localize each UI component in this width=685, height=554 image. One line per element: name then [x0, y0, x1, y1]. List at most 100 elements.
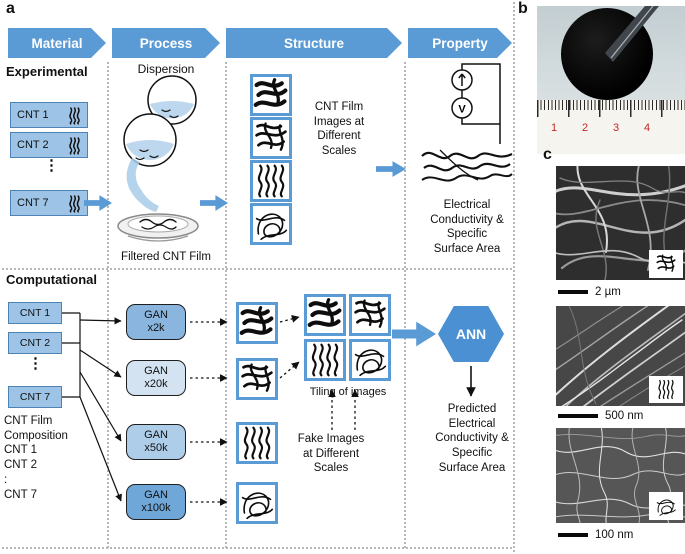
cnt-network-graphic	[253, 206, 289, 242]
cnt-film-image	[250, 74, 292, 116]
tile-image	[349, 294, 391, 336]
fake-cnt-image	[236, 422, 278, 464]
fake-cnt-image	[236, 482, 278, 524]
ellipsis: ⋮	[44, 157, 59, 174]
header-step-process: Process	[112, 28, 220, 58]
gan-label: GAN	[144, 309, 168, 322]
cnt-material-box: CNT 2	[8, 332, 62, 354]
sem-texture-graphic	[556, 306, 685, 406]
gan-scale-label: x20k	[144, 378, 168, 390]
scale-bar-label: 100 nm	[595, 529, 634, 541]
cnt-bundle-icon	[68, 194, 81, 213]
panel-b-label: b	[518, 0, 528, 17]
flow-arrow	[376, 161, 406, 177]
cnt-film-image	[250, 203, 292, 245]
gan-box-x20k: GAN x20k	[126, 360, 186, 396]
fake-cnt-image	[236, 358, 278, 400]
cnt-network-graphic	[253, 120, 289, 156]
panel-a-label: a	[6, 0, 15, 17]
dispersion-flasks-illustration	[123, 75, 197, 212]
gan-label: GAN	[144, 429, 168, 442]
header-step-property: Property	[408, 28, 512, 58]
scale-bar-row: 100 nm	[558, 529, 633, 541]
voltmeter-label: V	[458, 104, 466, 116]
cnt-network-graphic	[253, 163, 289, 199]
cnt-network-graphic	[307, 342, 343, 378]
cnt-network-graphic	[352, 297, 388, 333]
ruler-number: 3	[613, 122, 620, 134]
gan-label: GAN	[144, 489, 168, 502]
cnt-film-photo: 1 2 3 4	[537, 6, 685, 154]
ruler-ticks-large	[537, 100, 685, 117]
fake-images-caption: Fake Images at Different Scales	[297, 433, 365, 475]
gan-box-x100k: GAN x100k	[126, 484, 186, 520]
filtered-film-label: Filtered CNT Film	[121, 251, 211, 263]
cnt-material-box: CNT 7	[10, 190, 88, 216]
cnt-film-image	[250, 160, 292, 202]
cnt-network-graphic	[253, 77, 289, 113]
gan-scale-label: x100k	[141, 502, 171, 514]
gan-scale-label: x50k	[144, 442, 168, 454]
composition-caption: CNT Film Composition CNT 1 CNT 2 : CNT 7	[4, 415, 68, 501]
cnt-box-label: CNT 1	[17, 109, 49, 121]
scale-bar	[558, 533, 588, 537]
cnt-material-box: CNT 1	[10, 102, 88, 128]
fake-cnt-image	[236, 302, 278, 344]
header-step-structure: Structure	[226, 28, 402, 58]
experimental-section-label: Experimental	[6, 64, 88, 79]
header-step-material: Material	[8, 28, 106, 58]
sem-image-500nm	[556, 306, 685, 406]
cnt-bundle-icon	[68, 136, 81, 155]
cnt-network-graphic	[239, 425, 275, 461]
column-divider	[107, 62, 109, 548]
scale-bar-row: 500 nm	[558, 410, 643, 422]
cnt-box-label: CNT 1	[19, 307, 51, 319]
cnt-network-graphic	[307, 297, 343, 333]
tiling-label: Tiling of images	[309, 386, 387, 398]
gan-box-x50k: GAN x50k	[126, 424, 186, 460]
computational-section-label: Computational	[6, 272, 97, 287]
tweezers-graphic	[605, 6, 659, 62]
gan-label: GAN	[144, 365, 168, 378]
cnt-material-box: CNT 7	[8, 386, 62, 408]
scale-bar-label: 2 µm	[595, 286, 621, 298]
sem-image-100nm	[556, 428, 685, 523]
tile-image	[304, 339, 346, 381]
cnt-box-label: CNT 2	[19, 337, 51, 349]
ruler-number: 4	[644, 122, 651, 134]
scale-bar-row: 2 µm	[558, 286, 621, 298]
ruler-number: 2	[582, 122, 589, 134]
sem-texture-graphic	[556, 166, 685, 280]
cnt-box-label: CNT 7	[17, 197, 49, 209]
filter-dish-illustration	[117, 213, 199, 242]
dispersion-label: Dispersion	[137, 62, 195, 76]
cnt-network-graphic	[352, 342, 388, 378]
ruler-number: 1	[551, 122, 558, 134]
column-divider	[404, 62, 406, 548]
cnt-network-graphic	[239, 305, 275, 341]
gan-scale-label: x2k	[147, 322, 165, 334]
sem-image-2um	[556, 166, 685, 280]
scale-bar	[558, 414, 598, 418]
bottom-divider	[2, 547, 512, 549]
tile-image	[304, 294, 346, 336]
tiled-images-block	[304, 294, 391, 381]
gan-box-x2k: GAN x2k	[126, 304, 186, 340]
panel-divider	[513, 2, 515, 552]
cnt-network-graphic	[239, 361, 275, 397]
panel-c-label: c	[543, 146, 552, 163]
tile-image	[349, 339, 391, 381]
ruler: 1 2 3 4	[537, 100, 685, 154]
cnt-box-label: CNT 7	[19, 391, 51, 403]
scale-bar	[558, 290, 588, 294]
scale-bar-label: 500 nm	[605, 410, 644, 422]
structure-caption: CNT Film Images at Different Scales	[313, 101, 365, 158]
section-divider	[2, 268, 512, 270]
cnt-bundle-icon	[68, 106, 81, 125]
cnt-material-box: CNT 2	[10, 132, 88, 158]
cnt-box-label: CNT 2	[17, 139, 49, 151]
column-divider	[225, 62, 227, 548]
ann-node: ANN	[438, 306, 504, 362]
predicted-caption: Predicted Electrical Conductivity & Spec…	[435, 403, 509, 474]
